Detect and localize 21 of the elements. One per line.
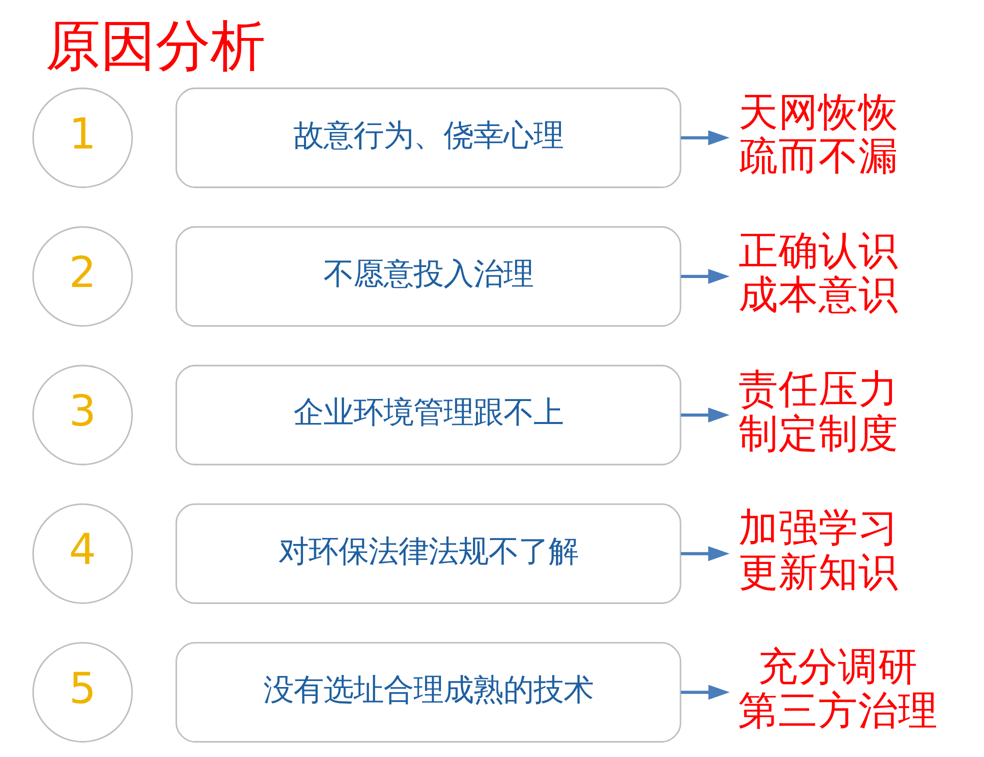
arrow <box>680 408 730 423</box>
node-circle: 4 <box>32 503 133 604</box>
arrow <box>680 268 730 284</box>
node-circle: 3 <box>32 364 133 466</box>
arrow <box>680 684 730 700</box>
node-text: 责任压力 制定制度 <box>738 366 898 457</box>
node-text: 加强学习 更新知识 <box>738 505 898 596</box>
node-text: 正确认识 成本意识 <box>738 228 898 318</box>
node-box: 企业环境管理跟不上 <box>176 364 682 466</box>
node-box: 不愿意投入治理 <box>176 226 682 327</box>
node-box: 对环保法律法规不了解 <box>176 503 682 604</box>
arrow <box>680 546 730 562</box>
arrow <box>680 130 730 146</box>
diagram-title: 原因分析 <box>46 13 266 78</box>
node-circle: 5 <box>32 642 133 743</box>
node-box: 没有选址合理成熟的技术 <box>176 642 682 743</box>
node-circle: 1 <box>32 88 133 188</box>
node-circle: 2 <box>32 226 133 327</box>
node-text: 天网恢恢 疏而不漏 <box>738 89 898 180</box>
node-text: 充分调研 第三方治理 <box>738 644 938 734</box>
node-box: 故意行为、侥幸心理 <box>176 88 682 188</box>
